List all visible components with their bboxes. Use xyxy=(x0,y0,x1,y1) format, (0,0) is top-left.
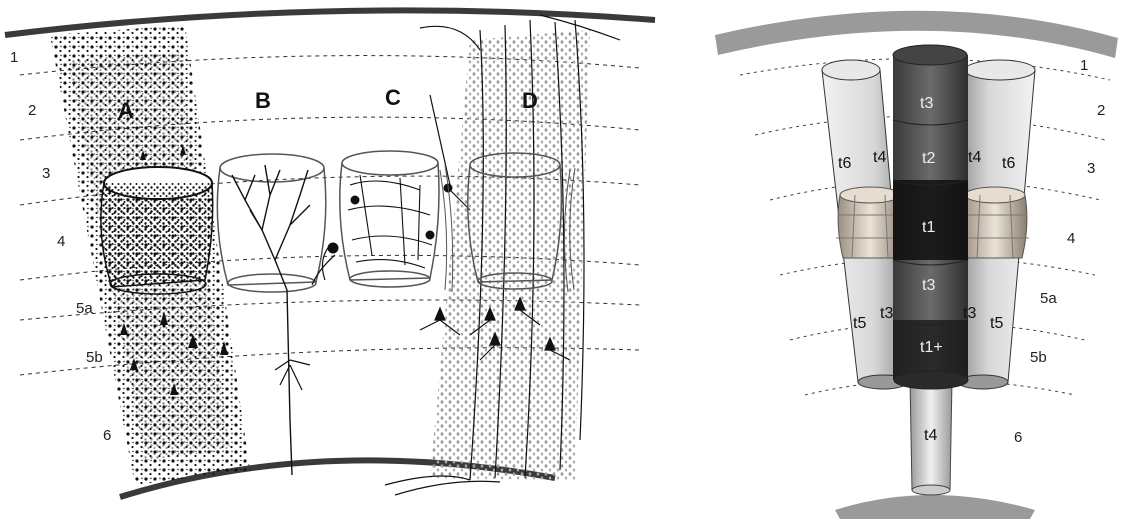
panel-label-a: A xyxy=(118,98,134,123)
layer-label-6-right: 6 xyxy=(1014,429,1022,446)
left-label-t3: t3 xyxy=(880,305,893,322)
left-label-t5: t5 xyxy=(853,315,866,332)
center-label-t1plus: t1+ xyxy=(920,339,943,356)
center-label-t1: t1 xyxy=(922,219,935,236)
right-label-t4: t4 xyxy=(968,149,981,166)
layer-label-4-right: 4 xyxy=(1067,230,1075,247)
right-label-t3: t3 xyxy=(963,305,976,322)
panel-label-d: D xyxy=(522,88,538,113)
left-label-t4: t4 xyxy=(873,149,886,166)
right-label-t6: t6 xyxy=(1002,155,1015,172)
center-label-t4: t4 xyxy=(924,427,937,444)
barrel-right xyxy=(961,187,1029,258)
white-matter-band xyxy=(835,495,1035,519)
layer-label-1-right: 1 xyxy=(1080,57,1088,74)
right-column xyxy=(958,60,1035,389)
layer-label-3: 3 xyxy=(42,165,50,182)
layer-label-2: 2 xyxy=(28,102,36,119)
panel-a-column xyxy=(50,25,250,485)
panel-label-c: C xyxy=(385,85,401,110)
layer-label-2-right: 2 xyxy=(1097,102,1105,119)
layer-label-5b: 5b xyxy=(86,349,103,366)
layer-label-6: 6 xyxy=(103,427,111,444)
layer-label-5a: 5a xyxy=(76,300,93,317)
center-label-t3-top: t3 xyxy=(920,95,933,112)
layer-label-1: 1 xyxy=(10,49,18,66)
center-label-t3-mid: t3 xyxy=(922,277,935,294)
layer-label-3-right: 3 xyxy=(1087,160,1095,177)
right-figure: t3 t2 t1 t3 t1+ t4 t6 t4 t5 t3 t4 t6 t3 … xyxy=(715,11,1118,519)
center-label-t2: t2 xyxy=(922,150,935,167)
left-label-t6: t6 xyxy=(838,155,851,172)
left-figure: A B C xyxy=(5,10,655,497)
right-label-t5: t5 xyxy=(990,315,1003,332)
layer-label-5a-right: 5a xyxy=(1040,290,1057,307)
layer-label-5b-right: 5b xyxy=(1030,349,1047,366)
layer-label-4: 4 xyxy=(57,233,65,250)
panel-label-b: B xyxy=(255,88,271,113)
